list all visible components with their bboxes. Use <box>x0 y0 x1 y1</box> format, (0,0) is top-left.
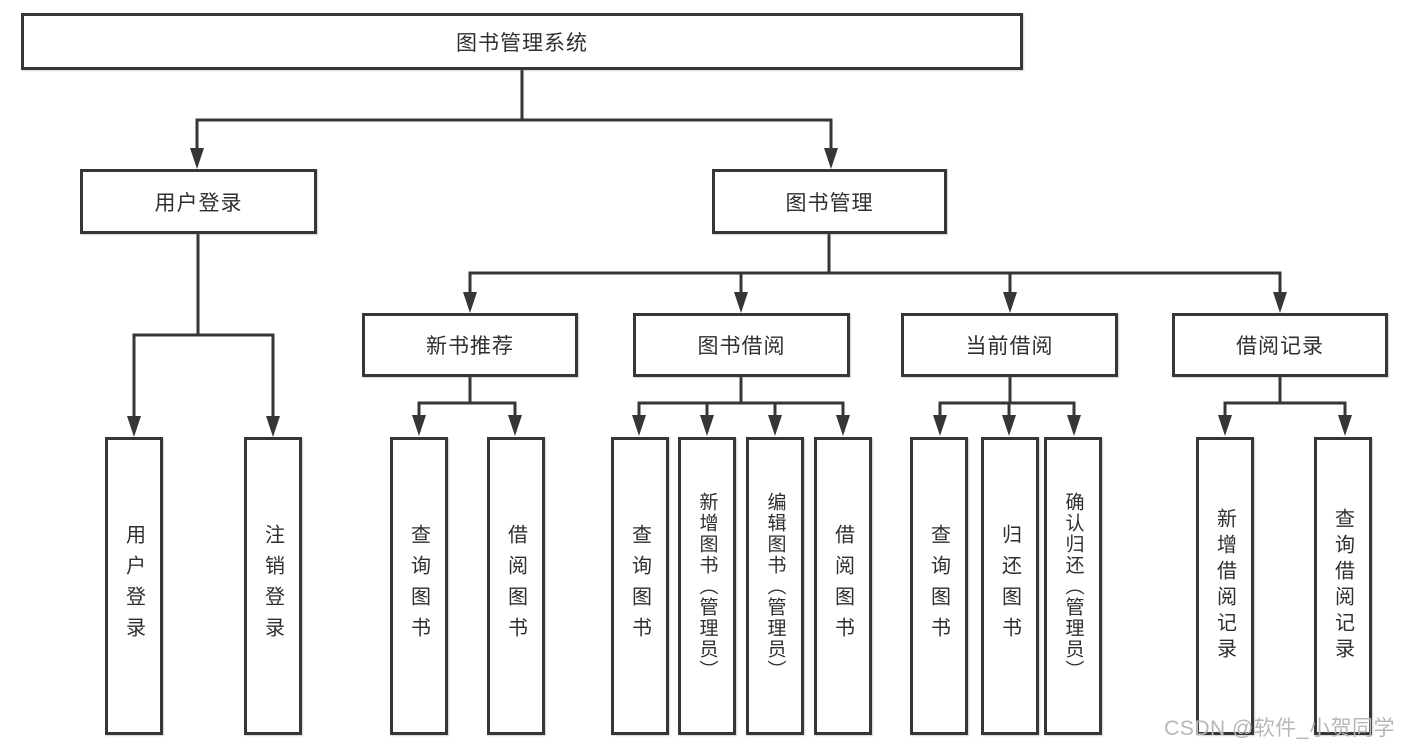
leaf-add-borrow-record: 新增借阅记录 <box>1196 437 1254 735</box>
leaf-borrow-books: 借阅图书 <box>814 437 872 735</box>
node-new-book-recommend: 新书推荐 <box>362 313 578 377</box>
leaf-return-book: 归还图书 <box>981 437 1039 735</box>
leaf-query-books-recommend: 查询图书 <box>390 437 448 735</box>
leaf-edit-book-admin: 编辑图书（管理员） <box>746 437 804 735</box>
leaf-user-login: 用户登录 <box>105 437 163 735</box>
node-book-borrowing: 图书借阅 <box>633 313 850 377</box>
node-user-login: 用户登录 <box>80 169 317 234</box>
node-current-borrowing: 当前借阅 <box>901 313 1118 377</box>
leaf-query-books-borrowing: 查询图书 <box>611 437 669 735</box>
node-borrowing-records: 借阅记录 <box>1172 313 1388 377</box>
leaf-query-borrow-record: 查询借阅记录 <box>1314 437 1372 735</box>
leaf-add-book-admin: 新增图书（管理员） <box>678 437 736 735</box>
leaf-logout: 注销登录 <box>244 437 302 735</box>
node-book-management: 图书管理 <box>712 169 947 234</box>
leaf-confirm-return-admin: 确认归还（管理员） <box>1044 437 1102 735</box>
csdn-watermark: CSDN @软件_小贺同学 <box>1164 717 1395 740</box>
leaf-borrow-books-recommend: 借阅图书 <box>487 437 545 735</box>
leaf-query-books-current: 查询图书 <box>910 437 968 735</box>
node-library-system: 图书管理系统 <box>21 13 1023 70</box>
